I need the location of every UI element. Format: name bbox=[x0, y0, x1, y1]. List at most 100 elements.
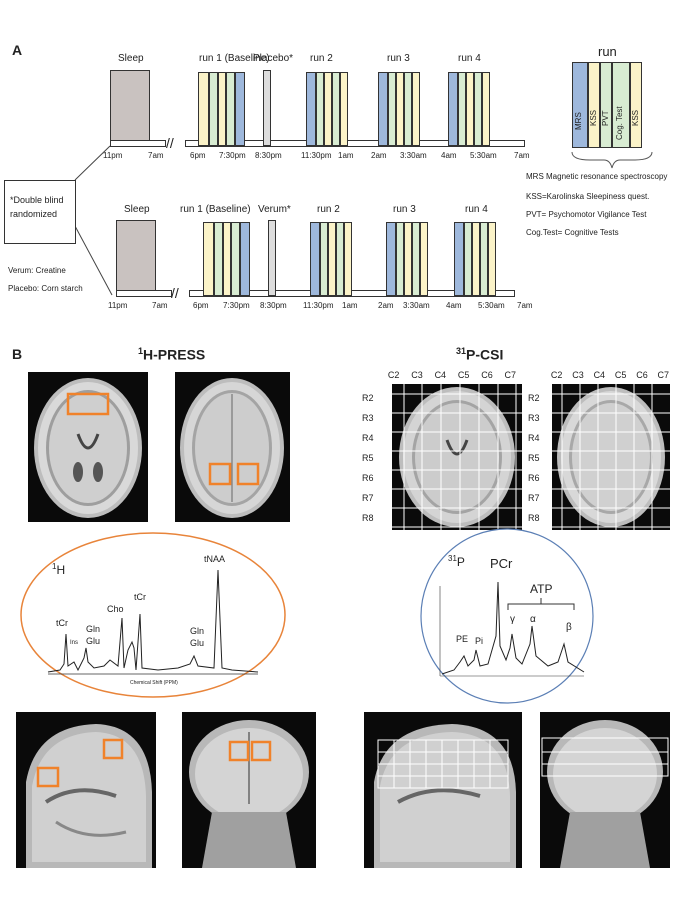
abbr-item: MRS Magnetic resonance spectroscopy bbox=[526, 172, 668, 181]
legend-pvt: PVT bbox=[601, 110, 610, 126]
run-task-bar bbox=[378, 72, 388, 146]
run-task-bar bbox=[235, 72, 245, 146]
design-text: *Double blind randomized bbox=[10, 195, 64, 219]
run-task-bar bbox=[332, 72, 340, 146]
peak-label: Cho bbox=[107, 604, 124, 614]
run-task-bar bbox=[404, 222, 412, 296]
design-box: *Double blind randomized bbox=[4, 180, 76, 244]
time-label: 7am bbox=[514, 151, 530, 160]
placebo-definition: Placebo: Corn starch bbox=[8, 284, 83, 293]
sleep-block bbox=[116, 220, 156, 296]
h-spectrum-panel: 1H tCr Ins Gln Glu Cho tCr Gln Glu tNAA … bbox=[18, 530, 288, 700]
run3-label: run 3 bbox=[387, 53, 410, 64]
run-task-bar bbox=[214, 222, 223, 296]
legend-brace bbox=[571, 151, 653, 169]
p-spectrum-panel: 31P PE Pi PCr γ α β ATP bbox=[418, 526, 596, 706]
peak-label: γ bbox=[510, 614, 515, 625]
axial-mri-h-frontal bbox=[28, 372, 148, 522]
intervention-block bbox=[263, 70, 271, 146]
sagittal-mri-h bbox=[16, 712, 156, 868]
time-label: 7am bbox=[517, 301, 533, 310]
time-label: 6pm bbox=[190, 151, 206, 160]
intervention-label: Placebo* bbox=[253, 53, 294, 64]
time-label: 7am bbox=[152, 301, 168, 310]
sleep-label: Sleep bbox=[124, 204, 150, 215]
run-task-bar bbox=[612, 62, 630, 148]
time-label: 7:30pm bbox=[223, 301, 250, 310]
time-break-mark: // bbox=[166, 135, 174, 151]
x-axis-label: Chemical Shift (PPM) bbox=[130, 680, 178, 686]
time-label: 4am bbox=[441, 151, 457, 160]
run-task-bar bbox=[240, 222, 250, 296]
peak-label: Ins bbox=[70, 640, 79, 646]
time-label: 8:30pm bbox=[260, 301, 287, 310]
time-label: 5:30am bbox=[478, 301, 505, 310]
time-label: 11pm bbox=[103, 151, 123, 160]
run4-label: run 4 bbox=[465, 204, 488, 215]
time-label: 8:30pm bbox=[255, 151, 282, 160]
run-task-bar bbox=[588, 62, 600, 148]
legend-mrs: MRS bbox=[574, 112, 583, 130]
time-label: 3:30am bbox=[403, 301, 430, 310]
peak-label: Glu bbox=[86, 636, 101, 646]
run1-label: run 1 (Baseline) bbox=[199, 53, 270, 64]
sagittal-mri-p bbox=[364, 712, 522, 868]
run-task-bar bbox=[600, 62, 612, 148]
sleep-timeline bbox=[110, 140, 166, 147]
run-task-bar bbox=[223, 222, 231, 296]
run-task-bar bbox=[209, 72, 218, 146]
legend-kss2: KSS bbox=[631, 109, 640, 126]
run-task-bar bbox=[310, 222, 320, 296]
axial-mri-h-occipital bbox=[175, 372, 290, 522]
coronal-mri-p bbox=[540, 712, 670, 868]
time-label: 5:30am bbox=[470, 151, 497, 160]
time-label: 7:30pm bbox=[219, 151, 246, 160]
run-task-bar bbox=[396, 72, 404, 146]
abbr-item: PVT= Psychomotor Vigilance Test bbox=[526, 210, 647, 219]
peak-label: Pi bbox=[475, 636, 484, 646]
run-task-bar bbox=[316, 72, 324, 146]
run-task-bar bbox=[448, 72, 458, 146]
run-task-bar bbox=[464, 222, 472, 296]
abbr-item: KSS=Karolinska Sleepiness quest. bbox=[526, 192, 650, 201]
run-task-bar bbox=[306, 72, 316, 146]
run-task-bar bbox=[466, 72, 474, 146]
run-task-bar bbox=[412, 222, 420, 296]
time-label: 6pm bbox=[193, 301, 209, 310]
run-task-bar bbox=[340, 72, 348, 146]
legend-kss: KSS bbox=[589, 109, 598, 126]
p-csi-title: 31P-CSI bbox=[456, 346, 504, 363]
run-task-bar bbox=[412, 72, 420, 146]
run3-label: run 3 bbox=[393, 204, 416, 215]
run2-label: run 2 bbox=[310, 53, 333, 64]
panel-a-label: A bbox=[12, 42, 23, 58]
run-task-bar bbox=[203, 222, 214, 296]
run-task-bar bbox=[630, 62, 642, 148]
run-task-bar bbox=[386, 222, 396, 296]
run-task-bar bbox=[388, 72, 396, 146]
peak-label: Glu bbox=[190, 638, 205, 648]
run-task-bar bbox=[454, 222, 464, 296]
run-task-bar bbox=[488, 222, 496, 296]
time-label: 4am bbox=[446, 301, 462, 310]
run-task-bar bbox=[480, 222, 488, 296]
run-task-bar bbox=[324, 72, 332, 146]
run-task-bar bbox=[336, 222, 344, 296]
run-task-bar bbox=[231, 222, 240, 296]
time-break-mark: // bbox=[171, 285, 179, 301]
time-label: 2am bbox=[371, 151, 387, 160]
sleep-timeline bbox=[116, 290, 172, 297]
run2-label: run 2 bbox=[317, 204, 340, 215]
peak-label: Gln bbox=[86, 624, 101, 634]
time-label: 3:30am bbox=[400, 151, 427, 160]
run-task-bar bbox=[328, 222, 336, 296]
run-task-bar bbox=[218, 72, 226, 146]
time-label: 2am bbox=[378, 301, 394, 310]
h-nucleus-label: 1H bbox=[52, 562, 66, 577]
legend-cog: Cog. Test bbox=[615, 106, 624, 140]
peak-label: PCr bbox=[490, 556, 513, 571]
sleep-label: Sleep bbox=[118, 53, 144, 64]
